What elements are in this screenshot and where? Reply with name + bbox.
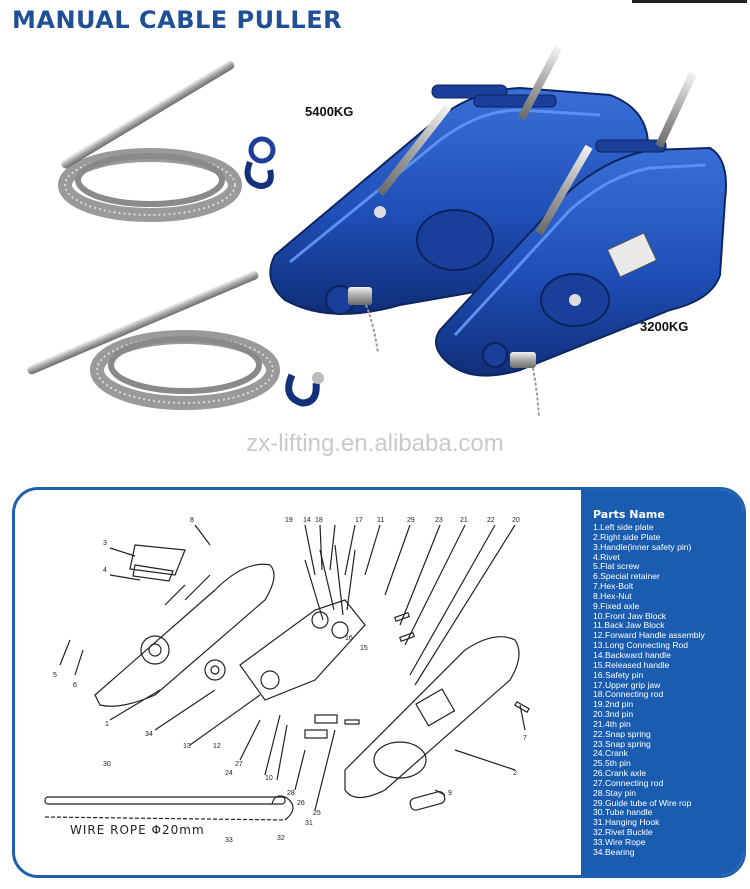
parts-list-item: 22.Snap spring <box>593 728 651 739</box>
parts-list-item: 15.Released handle <box>593 659 670 670</box>
svg-text:5: 5 <box>53 672 57 679</box>
parts-list-item: 30.Tube handle <box>593 807 653 818</box>
svg-text:11: 11 <box>377 517 384 524</box>
parts-list-item: 9.Fixed axle <box>593 600 640 611</box>
svg-text:32: 32 <box>277 835 285 842</box>
parts-list-item: 11.Back Jaw Block <box>593 620 665 631</box>
svg-text:18: 18 <box>315 517 323 524</box>
parts-list-item: 34.Bearing <box>593 846 635 857</box>
parts-list-item: 19.2nd pin <box>593 699 634 710</box>
svg-text:7: 7 <box>523 735 527 742</box>
label-5400kg: 5400KG <box>305 104 354 119</box>
wire-rope-coil-bottom <box>27 270 324 410</box>
parts-list-item: 12.Forward Handle assembly <box>593 630 705 641</box>
svg-text:9: 9 <box>448 790 452 797</box>
svg-text:27: 27 <box>235 761 243 768</box>
parts-list-item: 23.Snap spring <box>593 738 651 749</box>
parts-list-item: 33.Wire Rope <box>593 837 646 847</box>
parts-list-item: 13.Long Connecting Rod <box>593 640 689 651</box>
svg-text:14: 14 <box>303 517 311 524</box>
parts-list-item: 24.Crank <box>593 748 628 759</box>
svg-text:12: 12 <box>213 743 221 750</box>
svg-text:22: 22 <box>487 517 495 524</box>
svg-text:34: 34 <box>145 731 153 738</box>
svg-text:16: 16 <box>345 635 353 642</box>
parts-list-item: 29.Guide tube of Wire rop <box>593 797 692 808</box>
parts-list-item: 26.Crank axle <box>593 768 647 779</box>
parts-list-item: 21.4th pin <box>593 718 631 729</box>
svg-text:28: 28 <box>287 790 295 797</box>
svg-text:2: 2 <box>513 770 517 777</box>
parts-list-item: 3.Handle(inner safety pin) <box>593 541 692 552</box>
parts-list-item: 18.Connecting rod <box>593 689 664 700</box>
parts-list-item: 7.Hex-Bolt <box>593 581 634 592</box>
svg-text:21: 21 <box>460 517 468 524</box>
svg-text:1: 1 <box>105 721 109 728</box>
svg-text:29: 29 <box>407 517 415 524</box>
watermark: zx-lifting.en.alibaba.com <box>246 430 504 457</box>
parts-list-item: 5.Flat screw <box>593 561 640 572</box>
wire-rope-label: WIRE ROPE Φ20mm <box>70 823 205 837</box>
svg-text:10: 10 <box>265 775 273 782</box>
parts-list-item: 4.Rivet <box>593 551 620 562</box>
header-rule <box>632 0 747 3</box>
svg-text:19: 19 <box>285 517 293 524</box>
parts-heading: Parts Name <box>593 508 665 521</box>
svg-text:17: 17 <box>355 517 363 524</box>
parts-list-item: 2.Right side Plate <box>593 531 661 542</box>
parts-list-item: 8.Hex-Nut <box>593 590 632 601</box>
svg-text:25: 25 <box>313 810 321 817</box>
svg-text:6: 6 <box>73 682 77 689</box>
product-photo <box>27 45 727 417</box>
parts-list-item: 27.Connecting rod <box>593 777 664 788</box>
parts-list-item: 17.Upper grip jaw <box>593 679 661 690</box>
svg-text:23: 23 <box>435 517 443 524</box>
svg-text:30: 30 <box>103 761 111 768</box>
svg-text:20: 20 <box>512 517 520 524</box>
parts-list-item: 20.3nd pin <box>593 709 634 720</box>
parts-list-item: 25.5th pin <box>593 758 631 769</box>
parts-list-item: 31.Hanging Hook <box>593 817 660 828</box>
svg-text:31: 31 <box>305 820 313 827</box>
svg-text:4: 4 <box>103 567 107 574</box>
parts-list-item: 6.Special retainer <box>593 571 660 582</box>
parts-list-item: 14.Backward handle <box>593 649 671 660</box>
parts-list-item: 32.Rivet Buckle <box>593 827 653 838</box>
page-title: MANUAL CABLE PULLER <box>12 6 343 34</box>
svg-text:13: 13 <box>183 743 191 750</box>
svg-text:24: 24 <box>225 770 233 777</box>
parts-list-item: 16.Safety pin <box>593 669 644 680</box>
svg-text:8: 8 <box>190 517 194 524</box>
parts-list-item: 1.Left side plate <box>593 522 654 532</box>
wire-rope-coil-top <box>58 60 276 222</box>
parts-list-item: 28.Stay pin <box>593 787 636 798</box>
svg-text:15: 15 <box>360 645 368 652</box>
cable-puller-3200kg <box>435 72 727 417</box>
parts-list-item: 10.Front Jaw Block <box>593 610 667 621</box>
label-3200kg: 3200KG <box>640 319 689 334</box>
svg-text:33: 33 <box>225 837 233 844</box>
svg-text:26: 26 <box>297 800 305 807</box>
svg-text:3: 3 <box>103 540 107 547</box>
